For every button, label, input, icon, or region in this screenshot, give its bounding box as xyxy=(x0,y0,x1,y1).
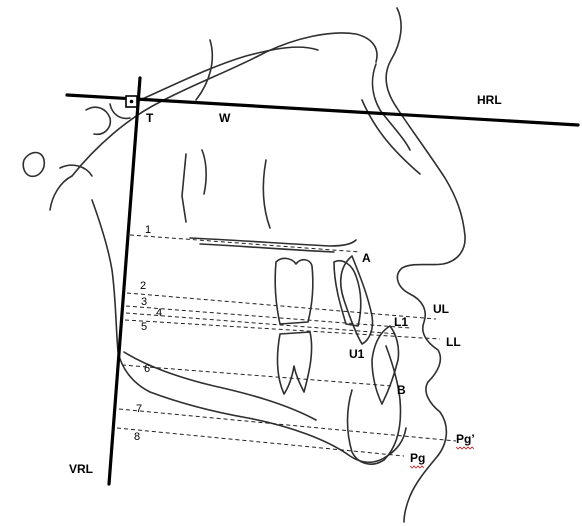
landmark-a-label: A xyxy=(362,251,371,265)
sella-floor-outline xyxy=(109,103,131,120)
vrl-label: VRL xyxy=(69,462,93,476)
symphysis-outline xyxy=(346,345,402,465)
landmark-ll-label: LL xyxy=(446,335,461,349)
lower-incisor-outline xyxy=(371,325,400,405)
landmark-labels: HRL VRL T W A UL L1 LL U1 B Pg’ Pg xyxy=(69,93,502,476)
landmark-b-label: B xyxy=(397,383,406,397)
palate-lower-outline xyxy=(199,243,335,253)
measurement-lines xyxy=(116,234,457,457)
pterygoid-outline xyxy=(181,153,187,223)
pg-underline xyxy=(409,465,425,469)
measurement-line-8 xyxy=(116,427,405,457)
measurement-label-1: 1 xyxy=(145,224,151,236)
landmark-pg-label: Pg xyxy=(410,451,425,465)
frontal-outline xyxy=(195,39,214,101)
vertical-reference-line xyxy=(107,76,142,486)
maxilla-posterior-outline xyxy=(201,149,207,195)
measurement-label-5: 5 xyxy=(141,321,147,333)
measurement-line-2 xyxy=(126,292,437,320)
measurement-line-7 xyxy=(118,408,457,442)
landmark-t-label: T xyxy=(146,111,154,125)
measurement-line-1 xyxy=(129,234,361,253)
measurement-line-6 xyxy=(121,364,393,387)
mastoid-outline xyxy=(59,164,93,177)
landmark-pg-soft-label: Pg’ xyxy=(456,432,475,446)
anatomy-outlines xyxy=(22,7,466,523)
landmark-u1-label: U1 xyxy=(349,347,365,361)
mandible-inner-outline xyxy=(123,351,317,421)
lower-molar-outline xyxy=(276,331,313,395)
sella-marker-dot xyxy=(129,99,134,104)
occipital-outline xyxy=(49,175,73,211)
nasal-cartilage-outline xyxy=(371,63,411,151)
sella-outline xyxy=(85,106,112,136)
measurement-labels: 1 2 3 4 5 6 7 8 xyxy=(134,224,162,443)
nasal-outline xyxy=(361,99,421,175)
measurement-label-8: 8 xyxy=(134,431,140,443)
landmark-w-label: W xyxy=(219,111,231,125)
measurement-line-5 xyxy=(124,319,441,340)
cranial-base-outline xyxy=(139,46,319,101)
premolar-outline xyxy=(333,260,362,327)
measurement-label-7: 7 xyxy=(136,403,142,415)
landmark-ul-label: UL xyxy=(433,302,449,316)
hrl-label: HRL xyxy=(477,93,502,107)
upper-molar-outline xyxy=(274,257,314,325)
soft-tissue-profile xyxy=(385,7,466,523)
horizontal-reference-line xyxy=(65,93,580,127)
measurement-line-3 xyxy=(125,305,411,329)
measurement-line-4 xyxy=(125,312,399,335)
pg-soft-underline xyxy=(455,446,475,450)
measurement-label-2: 2 xyxy=(140,280,146,292)
skull-outline xyxy=(71,32,378,177)
ramus-outline xyxy=(91,199,407,464)
landmark-l1-label: L1 xyxy=(394,315,408,329)
orbit-outline xyxy=(262,159,271,229)
upper-incisor-outline xyxy=(339,255,374,345)
measurement-label-4: 4 xyxy=(156,307,162,319)
measurement-label-3: 3 xyxy=(141,296,147,308)
palate-outline xyxy=(189,237,357,247)
ear-outline xyxy=(22,151,46,178)
measurement-label-6: 6 xyxy=(144,363,150,375)
